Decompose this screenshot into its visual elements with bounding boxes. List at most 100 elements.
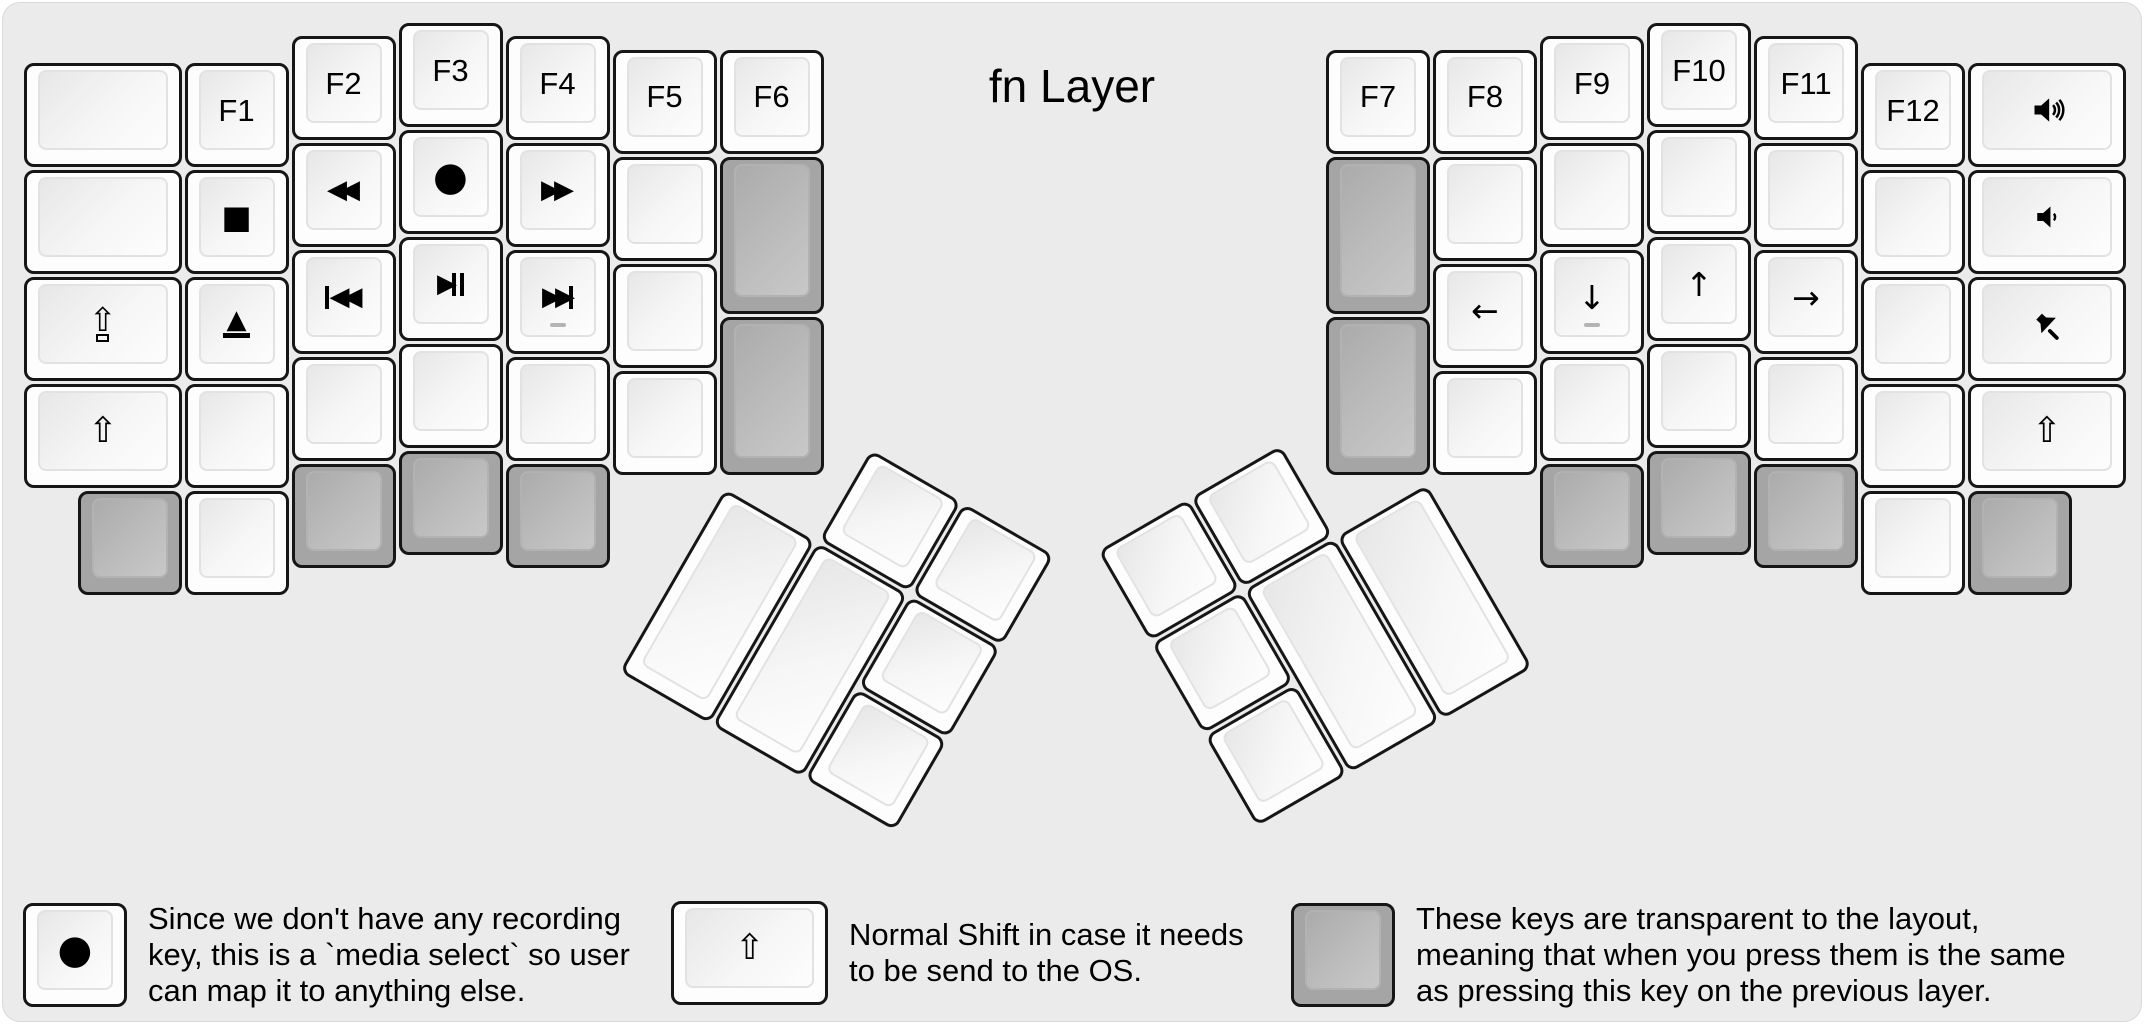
key-blank[interactable] xyxy=(612,156,717,261)
keytop xyxy=(412,458,489,538)
key-blank[interactable] xyxy=(1861,491,1965,596)
legend-line: Since we don't have any recording xyxy=(148,901,621,936)
key-transparent[interactable] xyxy=(1754,464,1858,569)
arrow-left-icon: ← xyxy=(1471,291,1499,331)
key-arrow-left[interactable]: ← xyxy=(1433,263,1537,368)
record-icon: ● xyxy=(433,154,468,200)
key-f9[interactable]: F9 xyxy=(1540,36,1644,141)
key-next-track[interactable]: ▶▶ xyxy=(505,250,610,355)
key-transparent[interactable] xyxy=(1326,317,1430,475)
keytop xyxy=(1447,163,1523,244)
key-label: F8 xyxy=(1466,79,1504,115)
key-f2[interactable]: F2 xyxy=(291,36,396,141)
key-transparent[interactable] xyxy=(1326,156,1430,315)
key-rewind[interactable]: ◀◀ xyxy=(291,143,396,248)
key-blank[interactable] xyxy=(398,344,503,448)
key-blank[interactable] xyxy=(184,384,289,489)
key-f12[interactable]: F12 xyxy=(1861,63,1965,168)
key-blank[interactable] xyxy=(1540,357,1644,462)
key-shift[interactable]: ⇧ xyxy=(1968,384,2126,489)
key-blank[interactable] xyxy=(1647,130,1751,234)
key-transparent[interactable] xyxy=(1540,464,1644,569)
key-blank[interactable] xyxy=(1861,277,1965,382)
key-blank[interactable] xyxy=(1754,357,1858,462)
shift-key-icon: ⇧ xyxy=(671,901,828,1005)
key-f11[interactable]: F11 xyxy=(1754,36,1858,141)
keytop xyxy=(1875,284,1951,365)
keytop xyxy=(38,177,168,258)
keytop xyxy=(626,377,703,458)
keytop xyxy=(1661,351,1737,431)
key-prev-track[interactable]: ◀◀ xyxy=(291,250,396,355)
arrow-down-icon: ↓ xyxy=(1578,277,1606,317)
key-shift[interactable]: ⇧ xyxy=(24,384,182,489)
key-arrow-right[interactable]: → xyxy=(1754,250,1858,355)
key-fast-forward[interactable]: ▶▶ xyxy=(505,143,610,248)
key-blank[interactable] xyxy=(612,263,717,368)
key-blank[interactable] xyxy=(24,63,182,168)
keytop: ▲ xyxy=(198,284,275,365)
key-f6[interactable]: F6 xyxy=(719,49,824,154)
key-play-pause[interactable]: ▶ xyxy=(398,237,503,341)
key-volume-up[interactable] xyxy=(1968,63,2126,168)
key-arrow-down[interactable]: ↓ xyxy=(1540,250,1644,355)
legend-line: Normal Shift in case it needs xyxy=(849,917,1244,952)
key-blank[interactable] xyxy=(1861,384,1965,489)
key-transparent[interactable] xyxy=(1647,451,1751,555)
key-transparent[interactable] xyxy=(505,464,610,569)
key-blank[interactable] xyxy=(1861,170,1965,275)
key-blank[interactable] xyxy=(1433,370,1537,475)
legend-item-record: ● Since we don't have any recording key,… xyxy=(23,901,630,1009)
key-blank[interactable] xyxy=(612,370,717,475)
legend-line: as pressing this key on the previous lay… xyxy=(1416,973,1992,1008)
key-mute[interactable] xyxy=(1968,277,2126,382)
keytop: ← xyxy=(1447,270,1523,351)
key-record[interactable]: ● xyxy=(398,130,503,234)
key-transparent[interactable] xyxy=(77,491,182,596)
keytop: ■ xyxy=(198,177,275,258)
key-f4[interactable]: F4 xyxy=(505,36,610,141)
key-f3[interactable]: F3 xyxy=(398,23,503,127)
key-blank[interactable] xyxy=(1647,344,1751,448)
key-blank[interactable] xyxy=(184,491,289,596)
keytop: ⇧ xyxy=(38,284,168,365)
key-label: F4 xyxy=(539,65,576,101)
keytop xyxy=(839,462,946,571)
keytop: ↓ xyxy=(1554,257,1630,338)
legend-line: key, this is a `media select` so user xyxy=(148,937,630,972)
keytop xyxy=(38,70,168,151)
key-f1[interactable]: F1 xyxy=(184,63,289,168)
shift-icon: ⇧ xyxy=(2032,410,2062,451)
key-volume-down[interactable] xyxy=(1968,170,2126,275)
key-blank[interactable] xyxy=(291,357,396,462)
arrow-up-icon: ↑ xyxy=(1685,264,1713,304)
key-stop[interactable]: ■ xyxy=(184,170,289,275)
key-f5[interactable]: F5 xyxy=(612,49,717,154)
key-f8[interactable]: F8 xyxy=(1433,49,1537,154)
key-f7[interactable]: F7 xyxy=(1326,49,1430,154)
keytop xyxy=(932,516,1039,624)
key-blank[interactable] xyxy=(24,170,182,275)
key-eject[interactable]: ▲ xyxy=(184,277,289,382)
next-track-icon: ▶▶ xyxy=(542,284,575,310)
key-blank[interactable] xyxy=(1540,143,1644,248)
keytop: F10 xyxy=(1661,30,1737,110)
key-blank[interactable] xyxy=(1433,156,1537,261)
key-transparent[interactable] xyxy=(291,464,396,569)
key-arrow-up[interactable]: ↑ xyxy=(1647,237,1751,341)
key-transparent[interactable] xyxy=(1968,491,2072,596)
legend-line: to be send to the OS. xyxy=(849,953,1142,988)
key-blank[interactable] xyxy=(1754,143,1858,248)
key-caps-lock[interactable]: ⇧ xyxy=(24,277,182,382)
key-blank[interactable] xyxy=(505,357,610,462)
key-label: F1 xyxy=(218,92,255,128)
rewind-icon: ◀◀ xyxy=(327,175,360,206)
keytop xyxy=(198,498,275,579)
key-transparent[interactable] xyxy=(398,451,503,555)
key-transparent[interactable] xyxy=(719,156,824,315)
key-f10[interactable]: F10 xyxy=(1647,23,1751,127)
keytop xyxy=(1768,364,1844,445)
volume-down-icon xyxy=(2037,206,2057,228)
keytop xyxy=(1554,364,1630,445)
key-transparent[interactable] xyxy=(719,317,824,475)
